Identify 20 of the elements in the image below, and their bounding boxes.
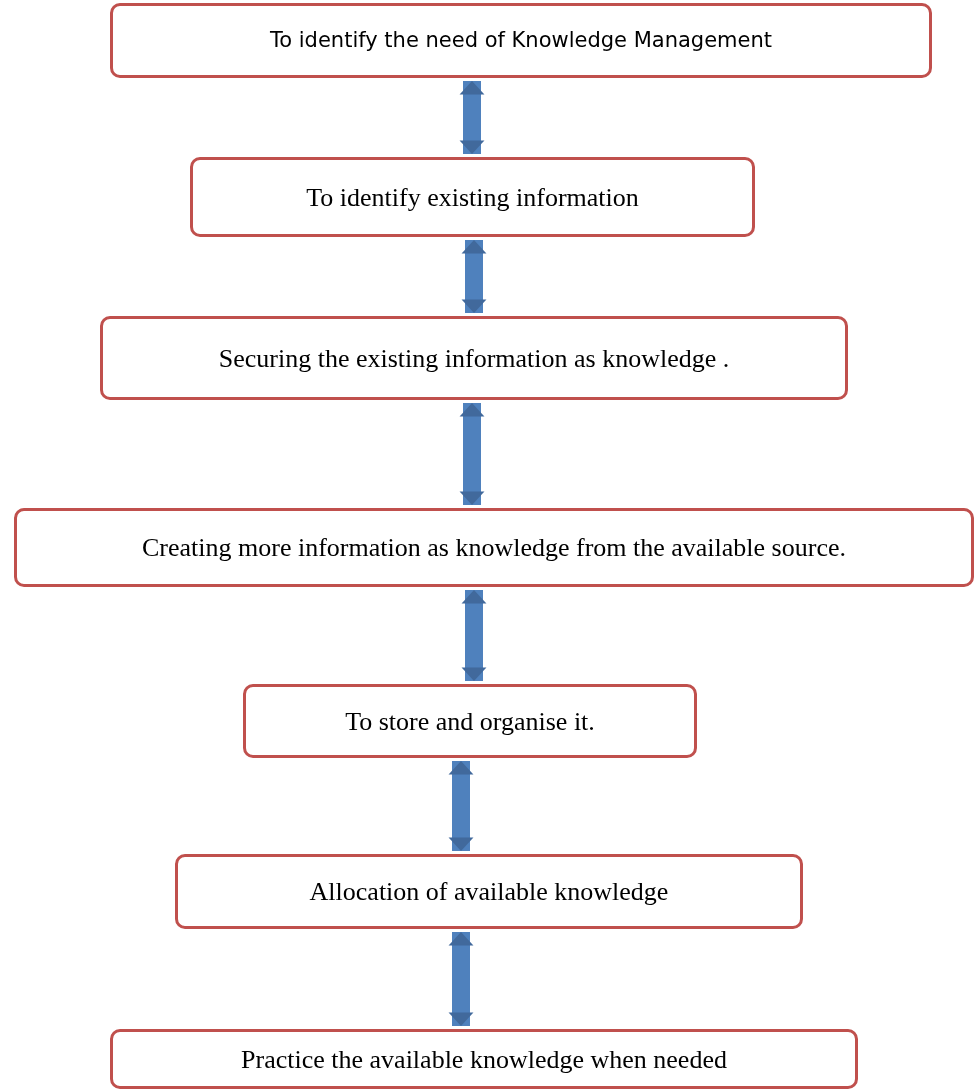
process-box [110, 1029, 858, 1089]
double-arrow [448, 761, 474, 851]
double-arrow [461, 590, 487, 681]
double-arrow [459, 81, 485, 154]
double-arrow [459, 403, 485, 505]
box-label: Creating more information as knowledge from the available source. [142, 532, 846, 564]
process-box [175, 854, 803, 929]
process-box [190, 157, 755, 237]
box-label: Securing the existing information as knowledge . [218, 342, 730, 375]
box-label: To identify the need of Knowledge Management [270, 26, 772, 54]
double-arrow [461, 240, 487, 313]
process-box [243, 684, 697, 758]
box-label: Practice the available knowledge when needed [241, 1043, 727, 1076]
double-arrow [448, 932, 474, 1026]
box-label: To identify existing information [306, 181, 639, 214]
box-label: To store and organise it. [345, 705, 595, 738]
process-box [14, 508, 974, 587]
box-label: Allocation of available knowledge [309, 876, 669, 908]
process-box [110, 3, 932, 78]
process-box [100, 316, 848, 400]
